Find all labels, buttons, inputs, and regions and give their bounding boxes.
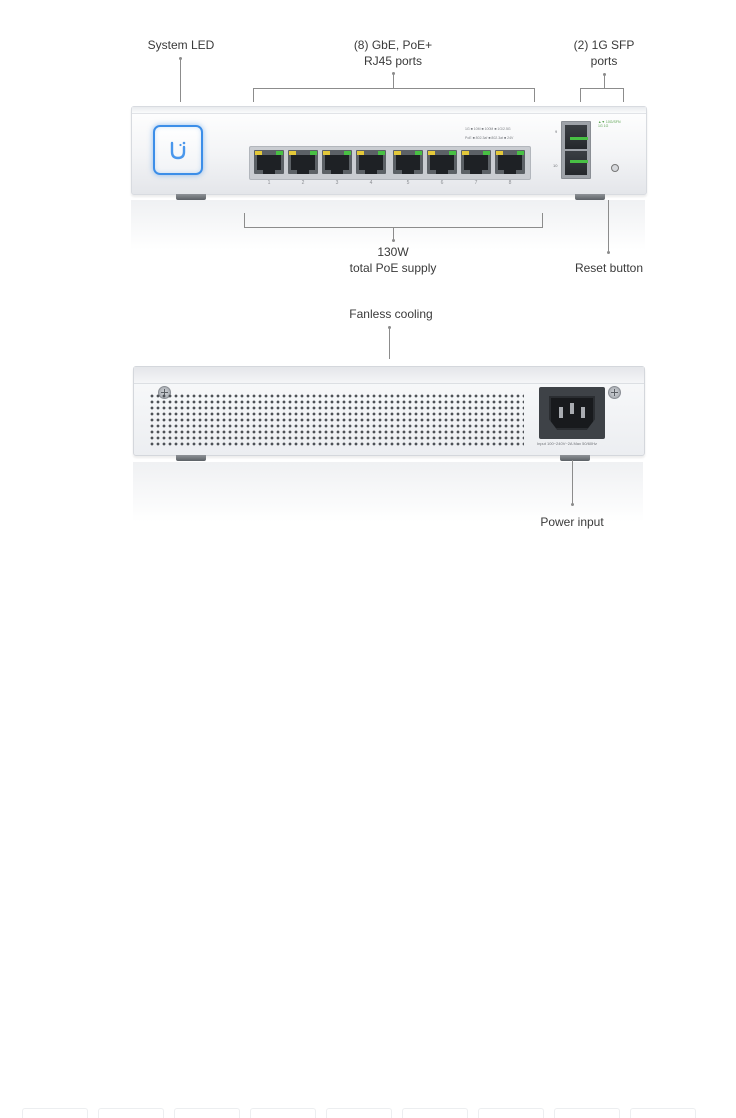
system-led-callout-line [180, 58, 181, 102]
power-callout-dot [571, 503, 574, 506]
system-led-label: System LED [147, 38, 215, 52]
port-legend: 1G ■ 10M ■ 100M ■ 1G/2.5G PoE ■ 802.3af … [465, 127, 513, 141]
rj45-bracket-left [253, 88, 254, 102]
thumbnail[interactable] [98, 1108, 164, 1118]
sfp-bracket-right [623, 88, 624, 102]
fanless-cooling-label: Fanless cooling [349, 307, 433, 321]
rj45-port-2[interactable] [288, 150, 318, 174]
power-input-label: Power input [540, 515, 604, 529]
iec-power-socket[interactable] [549, 396, 595, 430]
port-number: 3 [335, 180, 339, 186]
sfp-bracket-left [580, 88, 581, 102]
sfp-port-9[interactable] [565, 125, 588, 149]
port-number: 1 [267, 180, 271, 186]
thumbnail[interactable] [402, 1108, 468, 1118]
port-legend-speed: 1G ■ 10M ■ 100M ■ 1G/2.5G [465, 127, 511, 131]
sfp-cage [561, 121, 591, 179]
poe-callout-dot [392, 239, 395, 242]
rear-foot-left [176, 455, 206, 461]
rj45-port-4[interactable] [356, 150, 386, 174]
sfp-callout-stem [604, 74, 605, 88]
power-callout-line [572, 460, 573, 504]
port-number: 2 [301, 180, 305, 186]
rj45-port-6[interactable] [427, 150, 457, 174]
thumbnail[interactable] [250, 1108, 316, 1118]
ventilation-grille [149, 393, 524, 448]
rear-reflection [133, 462, 643, 522]
power-spec-text: Input 100~240V~2A Max 50/60Hz [537, 441, 598, 446]
rj45-port-8[interactable] [495, 150, 525, 174]
reset-button-label: Reset button [574, 261, 644, 275]
port-number: 4 [369, 180, 373, 186]
rj45-port-5[interactable] [393, 150, 423, 174]
reset-callout-dot [607, 251, 610, 254]
sfp-ports-label: (2) 1G SFP ports [573, 38, 635, 68]
sfp-callout-bracket [580, 88, 624, 89]
thumbnail[interactable] [174, 1108, 240, 1118]
rear-foot-right [560, 455, 590, 461]
front-foot-left [176, 194, 206, 200]
poe-bracket-left [244, 213, 245, 227]
sfp-number-10: 10 [553, 163, 558, 168]
poe-supply-label: 130W total PoE supply [349, 245, 437, 275]
power-pin [559, 407, 563, 418]
rj45-callout-stem [393, 73, 394, 88]
sfp-status-line-2: 1G 1G [598, 124, 609, 128]
port-number: 6 [440, 180, 444, 186]
ubiquiti-logo-icon [170, 141, 186, 160]
front-foot-right [575, 194, 605, 200]
thumbnail[interactable] [326, 1108, 392, 1118]
rj45-port-bank [249, 146, 531, 180]
thumbnail[interactable] [554, 1108, 620, 1118]
reset-callout-line [608, 200, 609, 252]
thumbnail[interactable] [478, 1108, 544, 1118]
sfp-status-legend: ▲▼ 10G/SFN 1G 1G [598, 120, 621, 128]
poe-callout-stem [393, 227, 394, 240]
port-legend-poe: PoE ■ 802.3af ■ 802.3at ■ 24V [465, 136, 514, 140]
screw-icon [608, 386, 621, 399]
sfp-port-10[interactable] [565, 151, 588, 175]
port-number: 8 [508, 180, 512, 186]
thumbnail[interactable] [630, 1108, 696, 1118]
rj45-bracket-right [534, 88, 535, 102]
power-inlet-plate [539, 387, 605, 439]
rj45-port-3[interactable] [322, 150, 352, 174]
port-number: 7 [474, 180, 478, 186]
power-pin [581, 407, 585, 418]
sfp-status-line-1: ▲▼ 10G/SFN [598, 120, 621, 124]
thumbnail-strip [0, 552, 736, 1118]
reset-button[interactable] [611, 164, 619, 172]
power-pin [570, 403, 574, 414]
thumbnail[interactable] [22, 1108, 88, 1118]
sfp-number-9: 9 [555, 129, 558, 134]
rj45-port-1[interactable] [254, 150, 284, 174]
switch-rear-panel: Input 100~240V~2A Max 50/60Hz [133, 366, 645, 456]
system-led [153, 125, 203, 175]
poe-bracket-right [542, 213, 543, 227]
front-reflection [131, 200, 645, 250]
switch-front-panel: 1G ■ 10M ■ 100M ■ 1G/2.5G PoE ■ 802.3af … [131, 106, 647, 195]
rj45-port-7[interactable] [461, 150, 491, 174]
rj45-ports-label: (8) GbE, PoE+ RJ45 ports [353, 38, 433, 68]
rj45-callout-bracket [253, 88, 535, 89]
fanless-callout-line [389, 327, 390, 359]
port-number: 5 [406, 180, 410, 186]
